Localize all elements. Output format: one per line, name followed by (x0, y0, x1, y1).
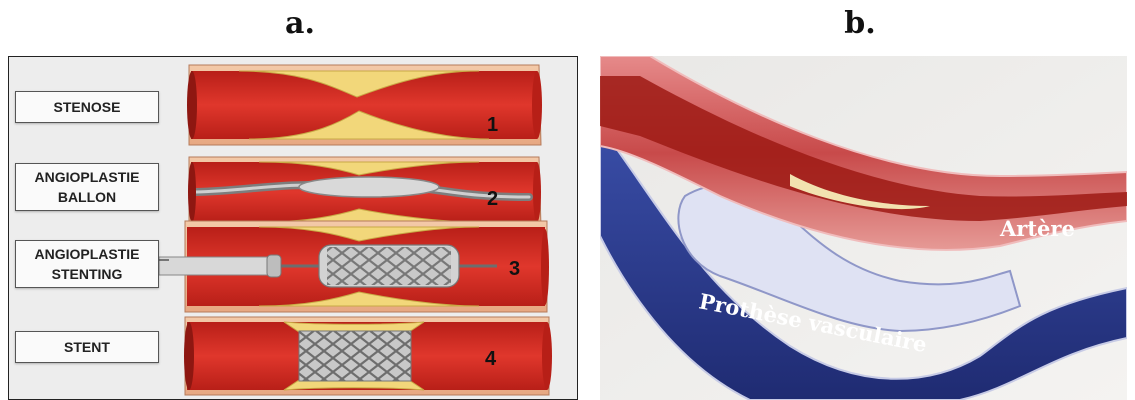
label-angioplastie-stenting-line2: STENTING (52, 264, 123, 284)
label-angioplastie-stenting-line1: ANGIOPLASTIE (34, 244, 139, 264)
panel-letter-a: a. (280, 6, 320, 41)
angioplasty-steps-panel: 1 2 3 (8, 56, 578, 400)
step-number-3: 3 (509, 258, 520, 280)
label-stenose: STENOSE (15, 91, 159, 123)
label-angioplastie-ballon-line1: ANGIOPLASTIE (34, 167, 139, 187)
label-angioplastie-ballon-line2: BALLON (58, 187, 116, 207)
label-angioplastie-ballon: ANGIOPLASTIE BALLON (15, 163, 159, 211)
label-stenose-line1: STENOSE (54, 97, 121, 117)
panel-letter-b: b. (840, 6, 880, 41)
bypass-panel: Artère Prothèse vasculaire (600, 56, 1127, 400)
step-number-1: 1 (487, 114, 498, 136)
label-stent-line1: STENT (64, 337, 110, 357)
bypass-illustration: Artère Prothèse vasculaire (600, 56, 1127, 400)
label-stent: STENT (15, 331, 159, 363)
artery-label: Artère (999, 216, 1075, 241)
vessel-stent (184, 317, 552, 395)
vessel-stenting (159, 221, 549, 312)
label-angioplastie-stenting: ANGIOPLASTIE STENTING (15, 240, 159, 288)
step-number-4: 4 (485, 348, 497, 370)
step-number-2: 2 (487, 188, 498, 210)
